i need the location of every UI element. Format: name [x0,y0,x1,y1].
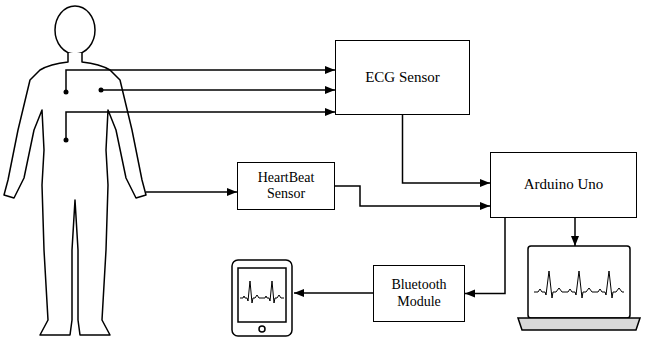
box-label: HeartBeat Sensor [238,170,334,202]
box-label: Arduino Uno [524,176,604,193]
figure-body [4,53,146,335]
tablet-icon [232,260,292,336]
box-label: ECG Sensor [365,69,440,86]
laptop-icon [518,246,640,330]
lead-wire [66,112,335,140]
signal-arrow [403,115,491,183]
ecg-waveform [240,281,284,303]
box-label: Bluetooth Module [374,277,464,309]
lead-wire [66,70,335,92]
tablet-screen [238,268,286,322]
process-box: ECG Sensor [335,40,470,115]
laptop-base [518,318,640,330]
ecg-waveform [534,271,624,298]
electrode-dot [99,88,104,93]
signal-arrow [465,218,505,294]
tablet-body [232,260,292,336]
human-figure [4,6,146,335]
process-box: Bluetooth Module [373,265,465,322]
pulse-wire [146,191,237,193]
signal-arrow [335,186,490,206]
electrode-dot [64,138,69,143]
figure-head [55,6,95,54]
serial-arrow [574,218,576,246]
tablet-button [259,326,265,332]
process-box: HeartBeat Sensor [237,162,335,210]
electrode-dots [64,88,104,143]
lead-wire [101,89,335,91]
laptop-screen [528,246,630,318]
wireless-arrow [294,292,373,294]
electrode-dot [64,90,69,95]
process-box: Arduino Uno [490,152,637,218]
